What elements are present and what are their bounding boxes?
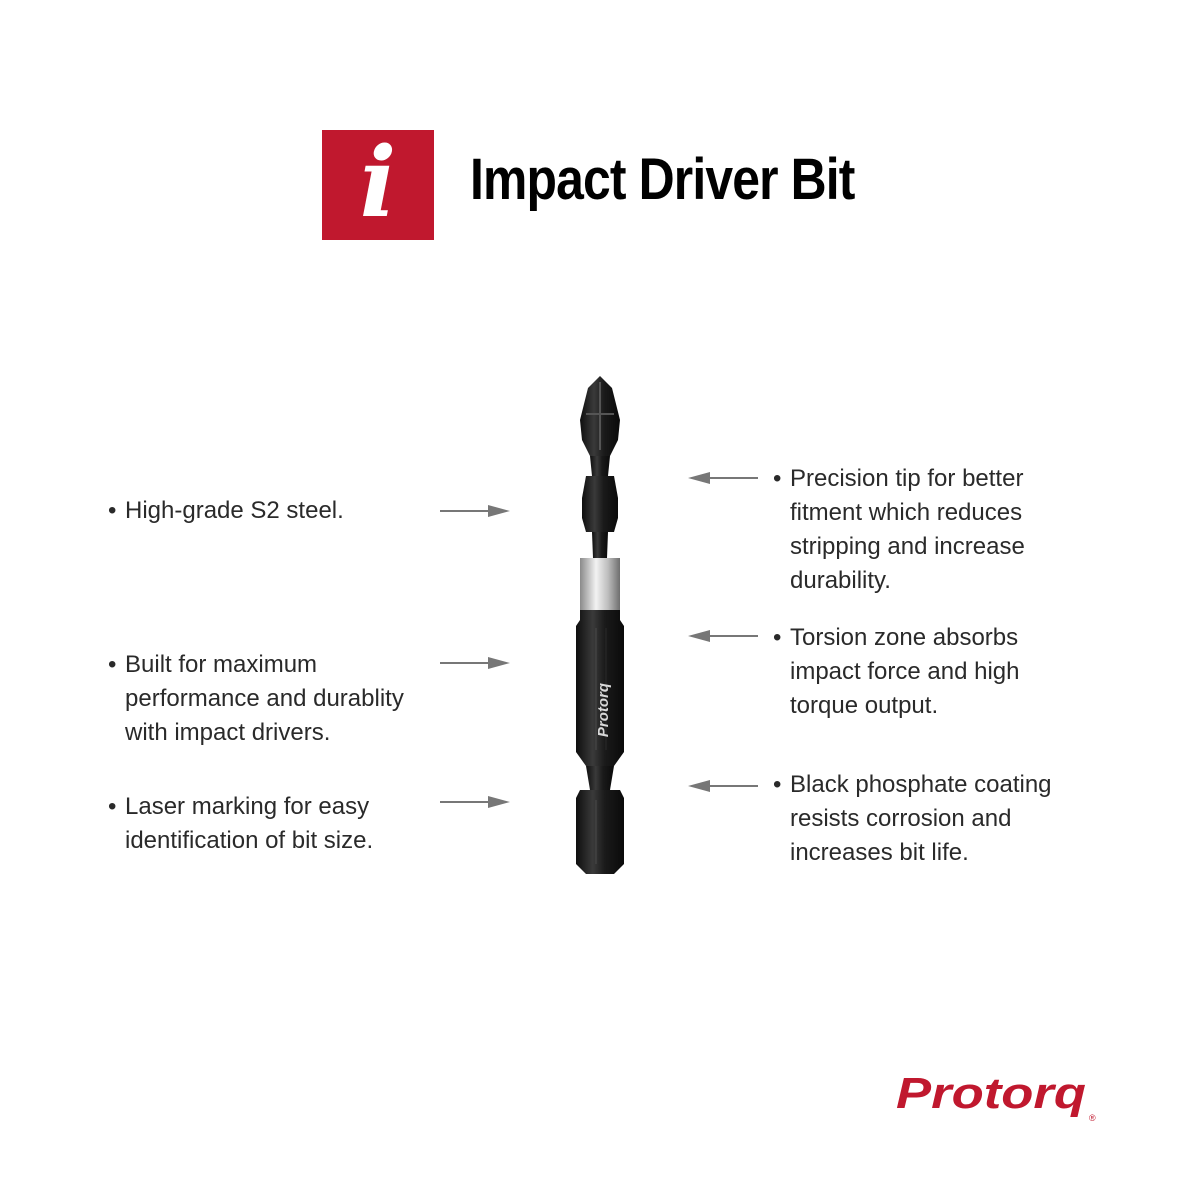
feature-left-3: • Laser marking for easy identification …: [108, 790, 408, 858]
bit-marking: Protorq: [595, 683, 612, 737]
feature-left-1: • High-grade S2 steel.: [108, 494, 438, 528]
brand-name: Protorq: [896, 1069, 1086, 1118]
protorq-logo: Protorq: [896, 1069, 1086, 1118]
arrow-right-icon: [440, 505, 510, 517]
feature-text: Black phosphate coating resists corrosio…: [790, 771, 1052, 866]
bit-tip: [580, 376, 620, 456]
feature-text: Laser marking for easy identification of…: [125, 793, 374, 854]
driver-bit-image: Protorq: [576, 376, 624, 874]
feature-left-2: • Built for maximum performance and dura…: [108, 648, 438, 750]
feature-text: Torsion zone absorbs impact force and hi…: [790, 624, 1020, 719]
page-title: Impact Driver Bit: [470, 147, 855, 212]
arrow-right-icon: [440, 657, 510, 669]
info-icon: i: [322, 130, 434, 240]
arrow-left-icon: [688, 630, 758, 642]
info-letter: i: [359, 126, 397, 239]
bullet: •: [773, 465, 782, 492]
feature-right-1: • Precision tip for better fitment which…: [773, 462, 1073, 598]
bit-neck: [582, 456, 618, 558]
bullet: •: [108, 497, 117, 524]
feature-text: Built for maximum performance and durabl…: [125, 651, 404, 746]
bullet: •: [108, 651, 117, 678]
brand-logo: Protorq ®: [892, 1060, 1096, 1125]
feature-text: Precision tip for better fitment which r…: [790, 465, 1025, 594]
bit-shank: [576, 610, 624, 874]
bullet: •: [108, 793, 117, 820]
feature-right-3: • Black phosphate coating resists corros…: [773, 768, 1093, 870]
bullet: •: [773, 624, 782, 651]
feature-right-2: • Torsion zone absorbs impact force and …: [773, 621, 1073, 723]
torsion-zone: [580, 558, 620, 610]
bullet: •: [773, 771, 782, 798]
arrow-right-icon: [440, 796, 510, 808]
feature-text: High-grade S2 steel.: [125, 497, 344, 524]
arrow-left-icon: [688, 780, 758, 792]
arrow-left-icon: [688, 472, 758, 484]
registered-mark: ®: [1089, 1113, 1096, 1123]
